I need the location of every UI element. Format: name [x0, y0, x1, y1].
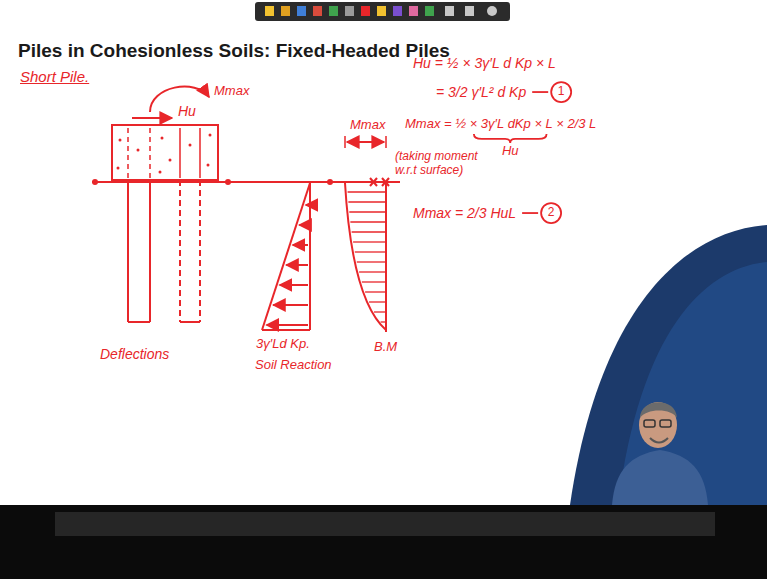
- diagram-caption: Deflections: [100, 346, 169, 362]
- toolbar: [255, 2, 510, 21]
- slide-decoration: [570, 225, 767, 505]
- hatch-line: [369, 301, 385, 302]
- soil-pressure-arrow: [273, 304, 308, 306]
- slide-title: Piles in Cohesionless Soils: Fixed-Heade…: [18, 40, 450, 62]
- pile-group: [112, 125, 218, 322]
- hatch-line: [374, 311, 385, 312]
- hatch-line: [350, 221, 385, 222]
- load-arrows: [132, 87, 209, 118]
- hatch-line: [362, 281, 385, 282]
- heading-note: Short Pile.: [20, 68, 89, 85]
- hatch-line: [348, 201, 385, 202]
- soil-pressure-arrow: [280, 284, 308, 286]
- equation-number: 2: [548, 206, 555, 220]
- soil-pressure-arrow: [267, 324, 308, 326]
- hatch-line: [352, 231, 385, 232]
- force-label: Hu: [178, 103, 196, 119]
- soil-pressure-arrow: [293, 244, 308, 246]
- hatch-line: [349, 211, 385, 212]
- hatch-line: [365, 291, 385, 292]
- equation: Mmax = ½ × 3γ′L dKp × L × 2/3 L: [405, 117, 596, 132]
- hatch-line: [355, 251, 385, 252]
- diagram-caption: Soil Reaction: [255, 358, 332, 373]
- note: (taking moment w.r.t surface): [395, 150, 481, 178]
- moment-label: Mmax: [350, 118, 385, 133]
- underbrace: [474, 134, 547, 143]
- hatch-line: [357, 261, 385, 262]
- equation-circle: [551, 82, 571, 102]
- equation-circle: [541, 203, 561, 223]
- presenter-video: [612, 402, 708, 505]
- bottom-bar: [0, 505, 767, 579]
- diagram-caption: B.M: [374, 340, 397, 355]
- equation: Mmax = 2/3 HuL: [413, 205, 516, 221]
- moment-label: Mmax: [214, 84, 249, 99]
- soil-pressure-arrow: [306, 204, 308, 206]
- soil-pressure-arrow: [286, 264, 308, 266]
- soil-reaction-diagram: [262, 183, 310, 330]
- soil-pressure-arrow: [299, 224, 308, 226]
- equation-number: 1: [558, 85, 565, 99]
- diagram-caption: 3γ′Ld Kp.: [256, 337, 310, 352]
- ground-line: [92, 178, 400, 186]
- hatch-line: [348, 191, 385, 192]
- hatch-line: [359, 271, 385, 272]
- equation-marks: [474, 82, 571, 223]
- brace-label: Hu: [502, 144, 519, 159]
- hatch-line: [353, 241, 385, 242]
- bending-moment-diagram: [345, 136, 386, 332]
- equation-dash: [532, 91, 548, 93]
- hatch-line: [381, 321, 385, 322]
- equation-dash: [522, 212, 538, 214]
- equation: = 3/2 γ′L² d Kp: [436, 84, 526, 100]
- equation: Hu = ½ × 3γ′L d Kp × L: [413, 55, 556, 71]
